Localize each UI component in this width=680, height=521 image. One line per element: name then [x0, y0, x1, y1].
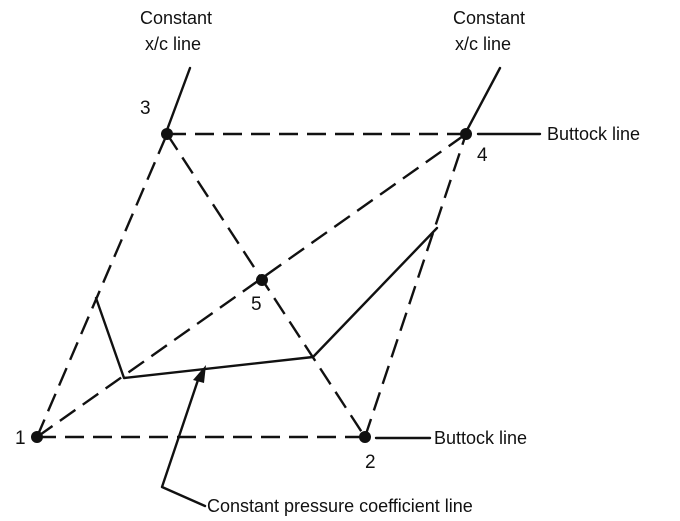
point-1 — [31, 431, 43, 443]
point-5-label: 5 — [251, 294, 262, 315]
point-1-label: 1 — [15, 428, 26, 449]
constant-xc-line-left — [165, 66, 192, 132]
point-3-label: 3 — [140, 98, 151, 119]
diagonal-1-4 — [36, 133, 467, 438]
pressure-leader-arrowhead — [193, 365, 206, 383]
edge-2-4 — [363, 133, 468, 438]
constant-xc-left-label-line2: x/c line — [145, 34, 201, 54]
constant-pressure-coefficient-line — [94, 226, 439, 380]
constant-xc-line-right — [464, 66, 502, 134]
point-4-label: 4 — [477, 145, 488, 166]
point-4 — [460, 128, 472, 140]
point-2-label: 2 — [365, 452, 376, 473]
point-5 — [256, 274, 268, 286]
point-2 — [359, 431, 371, 443]
edge-1-3 — [35, 133, 169, 438]
constant-xc-right-label-line2: x/c line — [455, 34, 511, 54]
point-3 — [161, 128, 173, 140]
constant-xc-right-label-line1: Constant — [453, 8, 525, 28]
constant-xc-left-label-line1: Constant — [140, 8, 212, 28]
pressure-leader-line — [160, 375, 207, 508]
diagonal-3-2 — [165, 133, 367, 438]
buttock-line-top-label: Buttock line — [547, 124, 640, 144]
buttock-line-bottom-label: Buttock line — [434, 428, 527, 448]
pressure-line-label: Constant pressure coefficient line — [207, 496, 473, 516]
